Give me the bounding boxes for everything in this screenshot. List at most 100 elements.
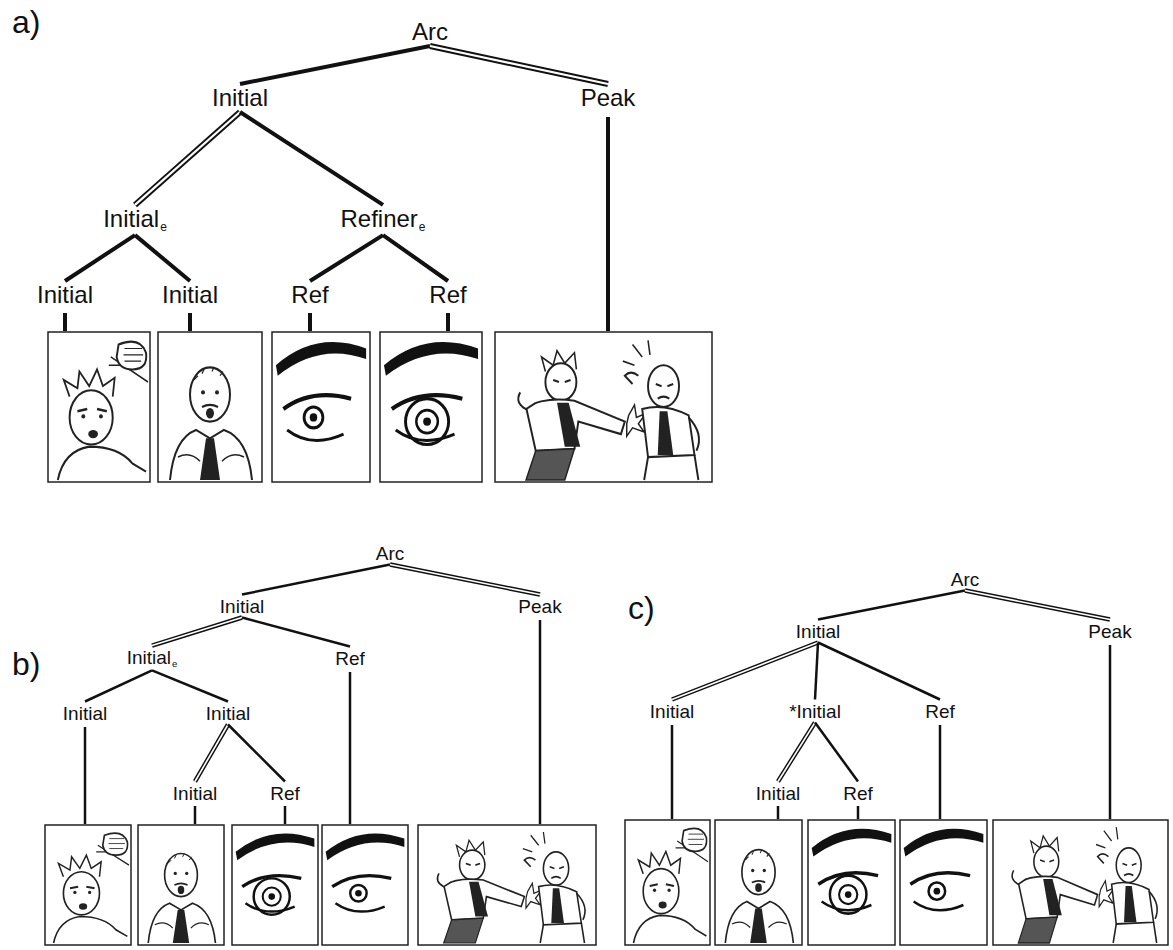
category-name: Arc <box>376 543 405 564</box>
category-name: Initial <box>103 205 159 232</box>
category-name: Initial <box>173 783 217 804</box>
tree-branch <box>310 235 383 281</box>
branch-line <box>818 591 965 620</box>
tree-node-label: Initial <box>203 703 253 724</box>
comic-panel <box>138 825 224 945</box>
category-name: Initial <box>756 783 800 804</box>
category-name: Peak <box>518 596 561 617</box>
tree-node-label: Ref <box>922 701 958 722</box>
tree-node-label: Initial <box>60 703 110 724</box>
tree-node-label: Ref <box>840 783 876 804</box>
leaf-line <box>939 725 942 819</box>
category-name: Ref <box>291 281 328 308</box>
tree-branch <box>195 725 228 782</box>
tree-branch <box>135 235 190 281</box>
category-name: Initial <box>37 281 93 308</box>
tree-node-label: *Initial <box>786 701 844 722</box>
tree-branch <box>240 112 383 205</box>
category-name: Initial <box>212 84 268 111</box>
panel-letter: c) <box>628 592 655 624</box>
category-name: Initial <box>650 701 694 722</box>
comic-panel <box>993 820 1168 945</box>
branch-line <box>240 46 430 84</box>
tree-node-label: Initial <box>647 701 697 722</box>
leaf-line <box>777 806 780 819</box>
tree-node-label: Ref <box>288 282 331 308</box>
category-name: Arc <box>412 18 448 45</box>
category-name: Peak <box>581 84 636 111</box>
tree-node-label: Initiale <box>100 206 170 234</box>
tree-node-label: Initial <box>170 783 220 804</box>
branch-line-gap <box>778 723 815 782</box>
branch-line-gap <box>430 46 608 84</box>
tree-branch <box>430 46 608 84</box>
branch-line <box>242 565 390 595</box>
branch-line-gap <box>152 618 242 646</box>
leaf-line <box>539 620 542 824</box>
branch-line <box>65 235 135 281</box>
branch-line <box>195 725 228 782</box>
comic-panel <box>272 332 370 482</box>
category-name: *Initial <box>789 701 841 722</box>
tree-branch <box>240 46 430 84</box>
leaf-line <box>84 727 87 824</box>
tree-branch <box>135 112 240 205</box>
tree-branch <box>778 723 815 782</box>
tree-branch <box>815 643 818 700</box>
leaf-line <box>63 313 67 331</box>
category-name: Peak <box>1088 621 1131 642</box>
tree-branch <box>390 565 540 595</box>
category-name: Initial <box>220 596 264 617</box>
comic-panel <box>625 820 710 945</box>
tree-branch <box>965 591 1110 620</box>
leaf-line <box>308 313 312 331</box>
tree-node-label: Peak <box>1085 621 1134 642</box>
tree-branch <box>383 235 448 281</box>
tree-branch <box>65 235 135 281</box>
category-name: Initial <box>63 703 107 724</box>
leaf-line <box>446 313 450 331</box>
comic-panel <box>380 332 482 482</box>
tree-node-label: Peak <box>515 596 564 617</box>
branch-line <box>672 643 818 700</box>
leaf-line <box>284 806 287 824</box>
tree-node-label: Ref <box>267 783 303 804</box>
category-name: Ref <box>429 281 466 308</box>
category-name: Ref <box>335 648 365 669</box>
branch-line <box>818 643 940 700</box>
tree-node-label: Peak <box>578 85 639 111</box>
comic-panel <box>158 332 262 482</box>
category-name: Arc <box>951 569 980 590</box>
branch-line <box>430 46 608 84</box>
branch-line <box>135 112 240 205</box>
category-name: Initial <box>206 703 250 724</box>
tree-node-label: Initial <box>217 596 267 617</box>
tree-node-label: Refinere <box>337 206 428 234</box>
comic-panel <box>715 820 802 945</box>
branch-line <box>85 670 152 701</box>
branch-line <box>240 112 383 205</box>
tree-node-label: Initial <box>753 783 803 804</box>
branch-line <box>778 723 815 782</box>
leaf-line <box>188 313 192 331</box>
tree-branch <box>242 618 350 647</box>
leaf-line <box>606 117 610 331</box>
tree-branch <box>152 670 228 701</box>
branch-line <box>242 618 350 647</box>
category-name: Initial <box>127 647 171 668</box>
category-name: Initial <box>796 621 840 642</box>
leaf-line <box>671 725 674 819</box>
comic-panel <box>900 820 987 945</box>
tree-node-label: Initial <box>34 282 96 308</box>
comic-panel <box>808 820 895 945</box>
tree-branch <box>228 725 285 782</box>
leaf-line <box>194 806 197 824</box>
tree-node-label: Arc <box>373 543 408 564</box>
tree-node-label: Initial <box>209 85 271 111</box>
tree-node-label: Arc <box>948 569 983 590</box>
branch-line <box>390 565 540 595</box>
branch-line <box>383 235 448 281</box>
branch-line <box>815 643 818 700</box>
tree-branch <box>672 643 818 700</box>
